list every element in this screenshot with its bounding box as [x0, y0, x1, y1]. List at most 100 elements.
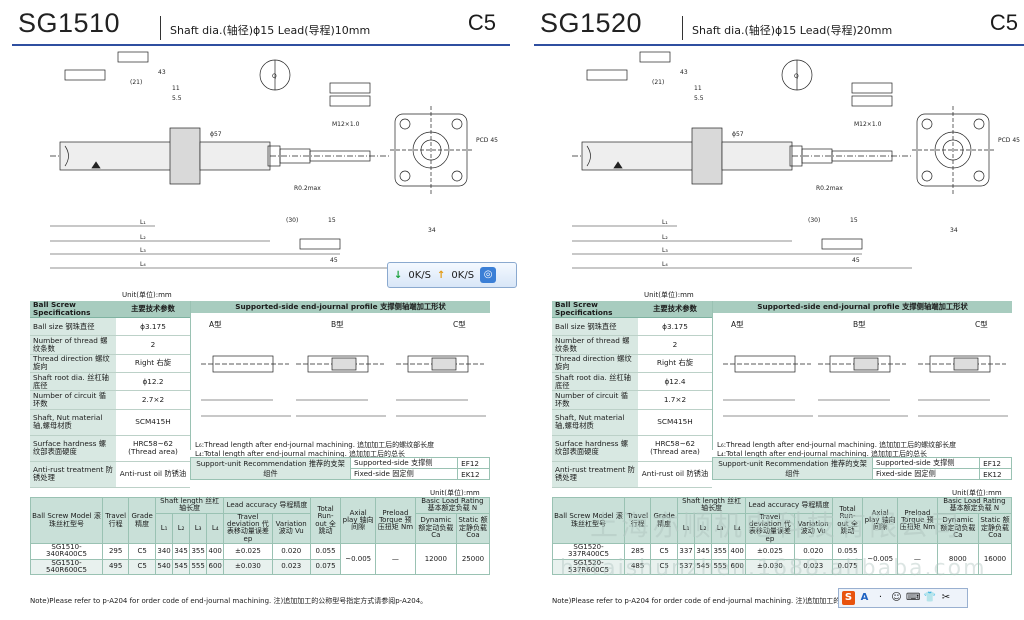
col-static-load: Static 额定静负载 Coa	[455, 512, 491, 545]
svg-text:R0.2max: R0.2max	[294, 185, 321, 192]
cell-grade: C5	[128, 558, 157, 576]
typeB-label: B型	[853, 320, 866, 329]
cell-td: ±0.025	[223, 543, 273, 560]
svg-text:(21): (21)	[130, 79, 142, 86]
cell-l3: 355	[711, 543, 730, 560]
shaft-diameter-label: Shaft dia.(轴径)ϕ15	[170, 24, 275, 37]
fixed-side-value: EK12	[457, 468, 490, 480]
ime-sogou-icon[interactable]: S	[842, 591, 855, 605]
profile-header: Supported-side end-journal profile 支撑侧轴端…	[713, 301, 1012, 313]
col-l3: L₃	[711, 512, 730, 545]
upload-arrow-icon: ↑	[437, 269, 446, 281]
cell-model: SG1510-340R400C5	[30, 543, 103, 560]
ime-mode-icon[interactable]: A	[860, 592, 869, 603]
spec-value: HRC58~62 (Thread area)	[638, 435, 712, 462]
svg-text:5.5: 5.5	[694, 95, 704, 102]
cell-ca: 8000	[936, 543, 979, 576]
network-speed-widget[interactable]: ↓ 0K/S ↑ 0K/S ◎	[387, 262, 517, 288]
fixed-side-label: Fixed-side 固定侧	[871, 468, 981, 480]
spec-value: ϕ12.2	[116, 372, 190, 392]
ime-skin-icon[interactable]: 👕	[923, 592, 937, 603]
col-l4: L₄	[728, 512, 747, 545]
cell-l2: 345	[694, 543, 713, 560]
cell-l4: 400	[728, 543, 747, 560]
app-icon[interactable]: ◎	[480, 267, 497, 283]
unit-label: Unit(单位):mm	[430, 489, 480, 497]
svg-text:(21): (21)	[652, 79, 664, 86]
cell-var: 0.023	[271, 558, 311, 576]
cell-coa: 25000	[455, 543, 491, 576]
model-title: SG1520	[540, 8, 643, 38]
spec-key: Anti-rust treatment 防锈处理	[552, 461, 638, 488]
svg-text:L₄: L₄	[140, 261, 146, 268]
spec-key: Surface hardness 螺纹部表面硬度	[552, 435, 638, 462]
typeA-label: A型	[731, 320, 744, 329]
col-travel-deviation: Travel deviation 代表移动量误差 ep	[745, 512, 795, 545]
header-rule	[534, 44, 1024, 46]
cell-l2: 345	[172, 543, 191, 560]
spec-key: Shaft root dia. 丝杠轴底径	[552, 372, 638, 392]
col-load-rating: Basic Load Rating 基本额定负载 N	[936, 497, 1013, 514]
end-journal-profile-panel: Supported-side end-journal profile 支撑侧轴端…	[190, 301, 490, 450]
cell-grade: C5	[650, 543, 679, 560]
cell-ca: 12000	[414, 543, 457, 576]
col-axial-play: Axial play 轴向间隙	[340, 496, 377, 545]
spec-value: HRC58~62 (Thread area)	[116, 435, 190, 462]
svg-text:Q: Q	[794, 73, 799, 80]
ime-tool-icon[interactable]: ✂	[941, 592, 951, 603]
ime-punct-icon[interactable]: ·	[878, 592, 883, 603]
unit-label: Unit(单位):mm	[122, 291, 172, 299]
col-runout: Total Run-out 全跳动	[831, 496, 864, 545]
model-title: SG1510	[18, 8, 121, 38]
svg-text:15: 15	[328, 217, 336, 224]
model-subtitle: Shaft dia.(轴径)ϕ15 Lead(导程)20mm	[692, 22, 892, 38]
col-lead-accuracy: Lead accuracy 导程精度	[223, 497, 311, 514]
svg-text:L₁: L₁	[140, 219, 146, 226]
ime-keyboard-icon[interactable]: ⌨	[906, 592, 921, 603]
title-divider	[682, 16, 683, 40]
spec-value: ϕ3.175	[638, 317, 712, 337]
unit-label: Unit(单位):mm	[952, 489, 1002, 497]
cell-l4: 400	[206, 543, 225, 560]
profile-header: Supported-side end-journal profile 支撑侧轴端…	[191, 301, 490, 313]
col-load-rating: Basic Load Rating 基本额定负载 N	[414, 497, 491, 514]
fixed-side-value: EK12	[979, 468, 1012, 480]
ime-emoji-icon[interactable]: ☺	[891, 592, 902, 603]
col-variation: Variation 波动 Vu	[793, 512, 833, 545]
cell-play: ~0.005	[862, 543, 899, 576]
svg-text:43: 43	[158, 69, 166, 76]
svg-text:(30): (30)	[286, 217, 298, 224]
svg-text:PCD 45: PCD 45	[476, 137, 498, 144]
col-preload-torque: Preload Torque 预压扭矩 Nm	[897, 496, 938, 545]
spec-value: Right 右旋	[116, 354, 190, 373]
svg-text:34: 34	[428, 227, 436, 234]
unit-label: Unit(单位):mm	[644, 291, 694, 299]
cell-td: ±0.025	[745, 543, 795, 560]
col-static-load: Static 额定静负载 Coa	[977, 512, 1013, 545]
col-model: Ball Screw Model 滚珠丝杠型号	[552, 496, 625, 545]
